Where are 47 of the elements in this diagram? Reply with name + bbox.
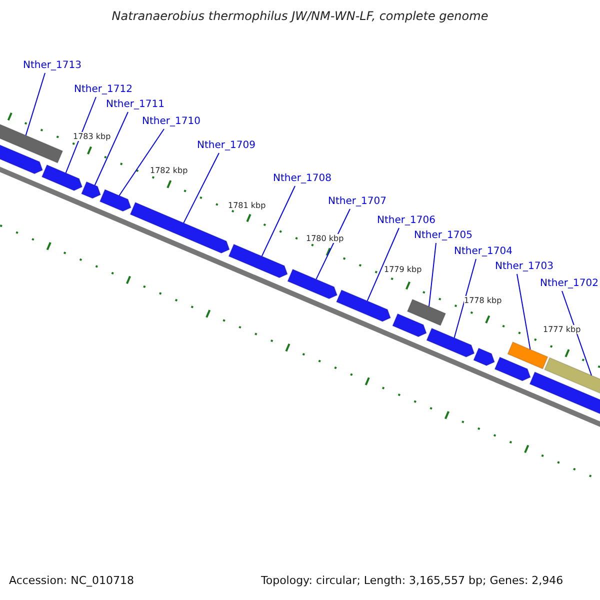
gene-segment <box>130 202 230 254</box>
gene-label: Nther_1705 <box>414 230 472 241</box>
scale-label: 1782 kbp <box>150 166 188 175</box>
gene-label: Nther_1703 <box>495 261 554 272</box>
gene-label: Nther_1710 <box>142 116 200 127</box>
gene-segment <box>494 356 532 382</box>
gene-label: Nther_1708 <box>273 173 332 184</box>
accession-text: Accession: NC_010718 <box>9 574 134 587</box>
gene-segment <box>336 289 392 322</box>
leader-line <box>428 242 436 307</box>
leader-line <box>183 152 220 224</box>
scale-label: 1778 kbp <box>464 296 502 305</box>
scale-label: 1783 kbp <box>73 132 111 141</box>
leader-line <box>454 258 476 338</box>
scale-label: 1779 kbp <box>384 265 422 274</box>
gene-segment <box>41 164 83 192</box>
gene-segment <box>228 244 288 278</box>
scale-label: 1780 kbp <box>306 234 344 243</box>
gene-label: Nther_1706 <box>377 215 436 226</box>
scale-label: 1777 kbp <box>543 325 581 334</box>
leader-line <box>261 186 296 257</box>
leader-line <box>516 274 531 350</box>
gene-segment <box>286 268 338 300</box>
gene-segment <box>99 188 132 212</box>
leader-line <box>25 72 46 136</box>
gene-label: Nther_1702 <box>540 278 598 289</box>
leader-line <box>118 128 164 196</box>
gene-label: Nther_1707 <box>328 196 386 207</box>
leader-line <box>94 112 128 186</box>
gene-label: Nther_1709 <box>197 140 256 151</box>
gene-segment <box>472 348 496 366</box>
gene-label: Nther_1711 <box>106 99 164 110</box>
gene-label: Nther_1704 <box>454 246 512 257</box>
gene-label: Nther_1712 <box>74 84 132 95</box>
chart-title: Natranaerobius thermophilus JW/NM-WN-LF, complete genome <box>110 9 490 23</box>
genome-stats-text: Topology: circular; Length: 3,165,557 bp; Genes: 2,946 <box>261 574 564 587</box>
leader-line <box>562 290 592 376</box>
gene-bar <box>507 341 548 370</box>
gene-label: Nther_1713 <box>23 60 82 71</box>
gene-bar <box>406 298 446 326</box>
gene-segment <box>80 181 102 199</box>
gene-segment <box>426 328 475 358</box>
leader-line <box>316 208 350 280</box>
leader-line <box>366 228 400 302</box>
leader-line <box>65 96 96 174</box>
gene-segment <box>392 313 428 338</box>
scale-label: 1781 kbp <box>228 201 266 210</box>
